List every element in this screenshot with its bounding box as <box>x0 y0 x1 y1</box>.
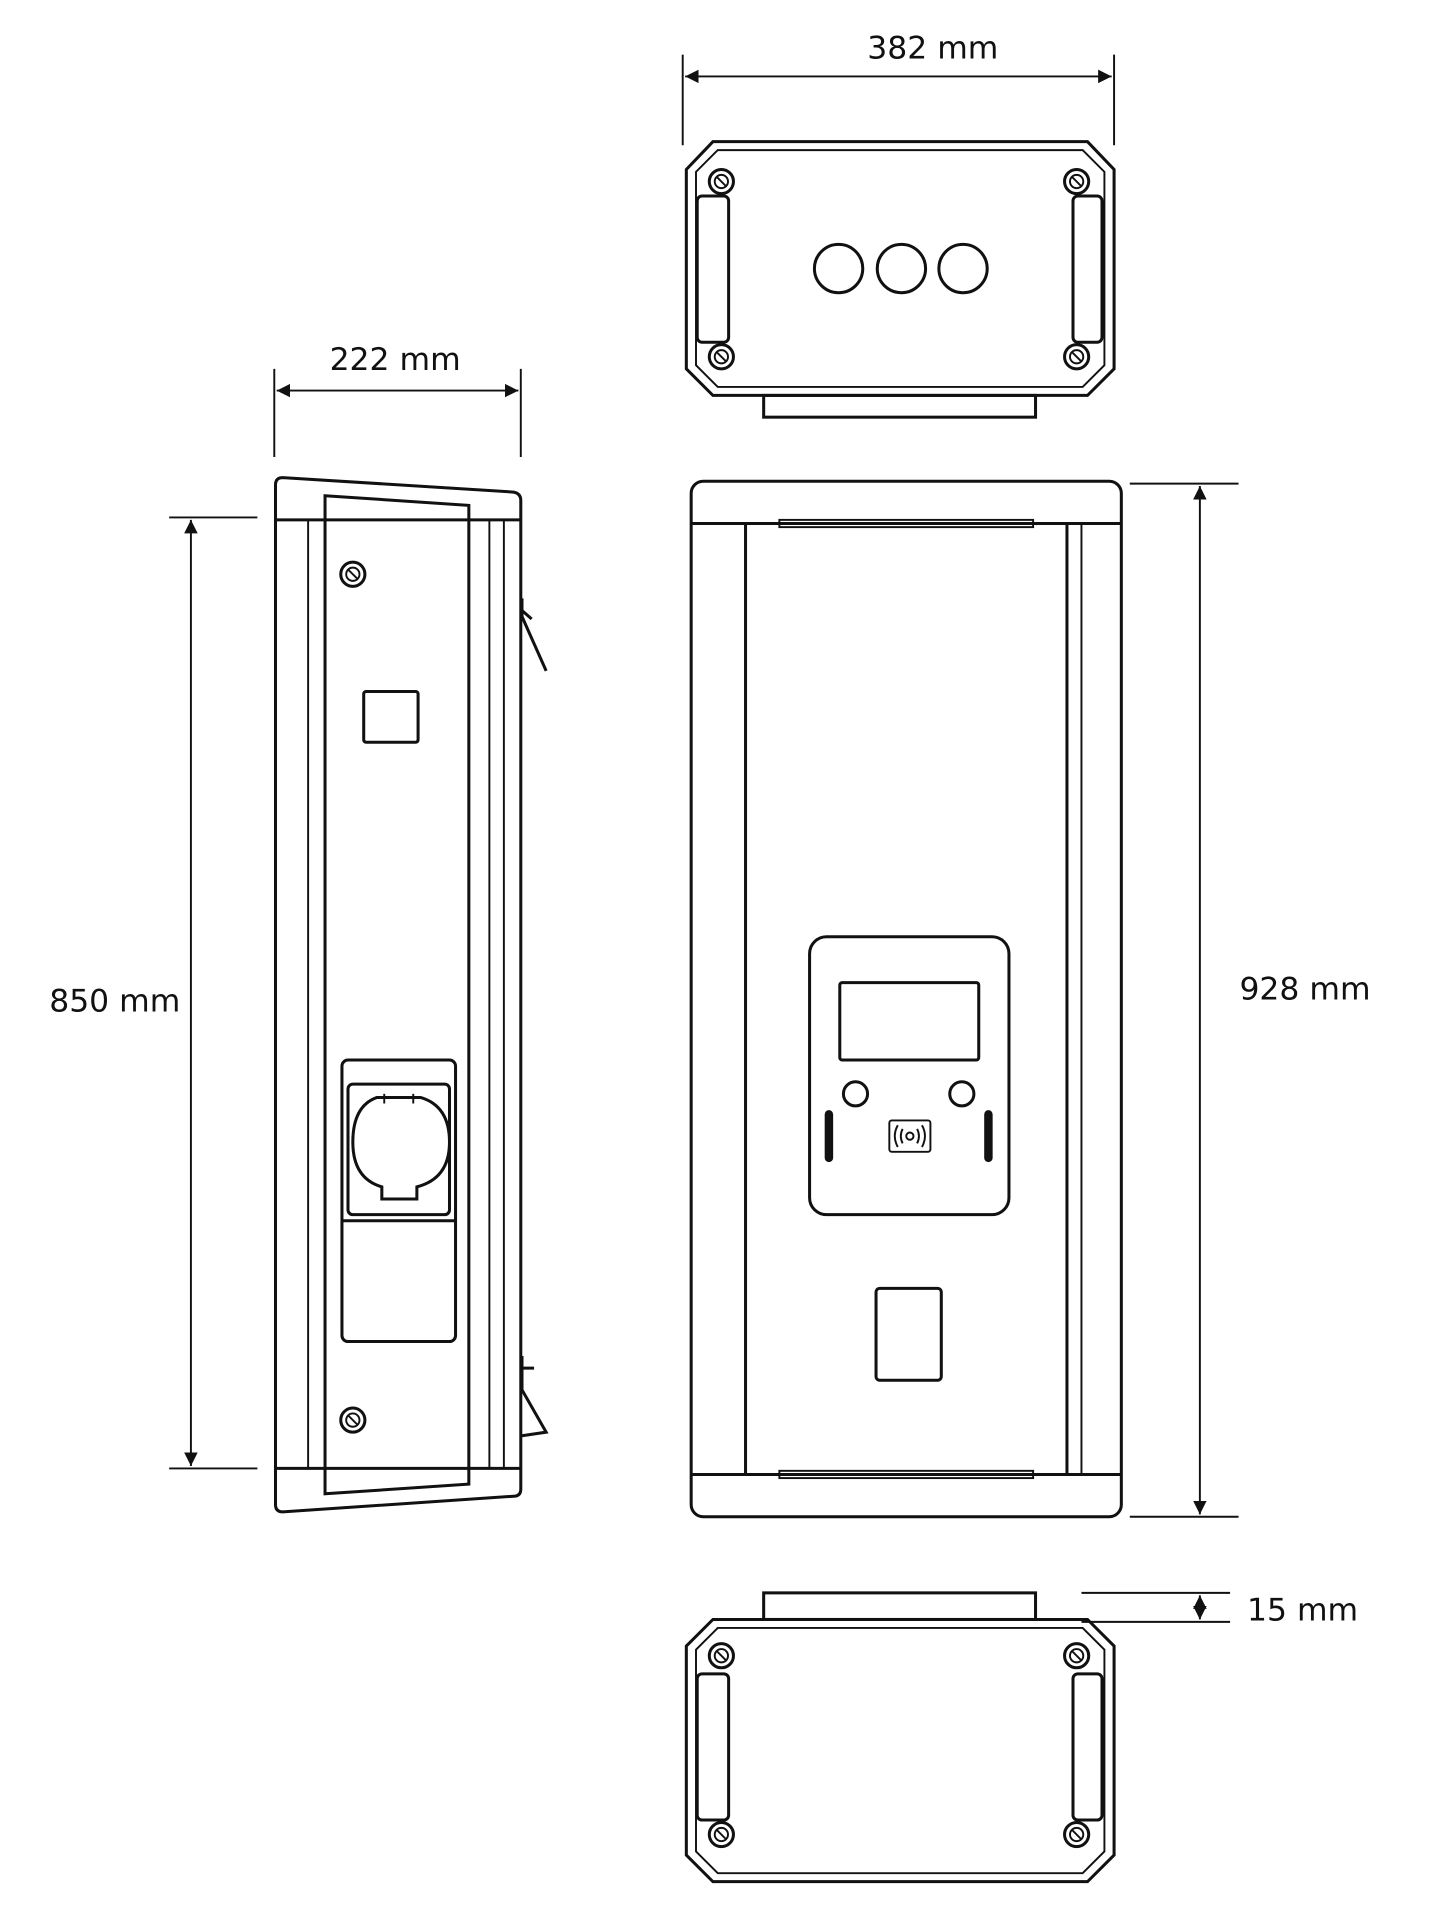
total-height-label: 928 mm <box>1239 972 1370 1008</box>
cable-gland <box>812 242 865 295</box>
indicator-window <box>874 1286 943 1382</box>
bottom-housing <box>684 1617 1116 1884</box>
screw-icon <box>707 343 735 371</box>
top-housing <box>684 140 1116 397</box>
status-led <box>841 1080 870 1108</box>
cable-gland <box>875 242 928 295</box>
screw-icon <box>707 1820 735 1849</box>
wall-bracket <box>520 598 548 672</box>
screw-icon <box>339 560 367 588</box>
display-screen <box>838 981 981 1062</box>
width-label: 382 mm <box>867 30 998 66</box>
wall-bracket <box>520 1356 549 1438</box>
screw-icon <box>707 167 735 196</box>
control-panel <box>808 935 1011 1217</box>
front-cover <box>323 494 471 1496</box>
screw-icon <box>1063 1642 1091 1670</box>
screw-icon <box>1063 167 1091 196</box>
front-view: 928 mm <box>689 479 1371 1519</box>
front-housing <box>689 479 1123 1519</box>
indicator-window <box>362 689 420 744</box>
depth-label: 222 mm <box>330 342 461 378</box>
cable-gland <box>937 242 989 295</box>
socket-housing <box>340 1058 458 1344</box>
side-housing <box>273 476 523 1514</box>
charging-socket-icon <box>351 1093 452 1201</box>
status-led <box>948 1080 976 1108</box>
screw-icon <box>707 1642 735 1670</box>
bottom-view: 15 mm <box>684 1591 1358 1884</box>
mounting-flange <box>762 1591 1038 1621</box>
rail-slot <box>1071 194 1104 344</box>
screw-icon <box>1063 343 1091 371</box>
screw-icon <box>339 1406 367 1434</box>
rfid-icon <box>888 1119 932 1153</box>
side-view: 222 mm 850 mm <box>49 342 549 1514</box>
screw-icon <box>1063 1820 1091 1849</box>
mounting-flange <box>762 393 1038 419</box>
top-view: 382 mm <box>681 30 1116 419</box>
flange-depth-label: 15 mm <box>1247 1593 1358 1629</box>
rail-slot <box>695 194 731 344</box>
height-label: 850 mm <box>49 984 180 1020</box>
